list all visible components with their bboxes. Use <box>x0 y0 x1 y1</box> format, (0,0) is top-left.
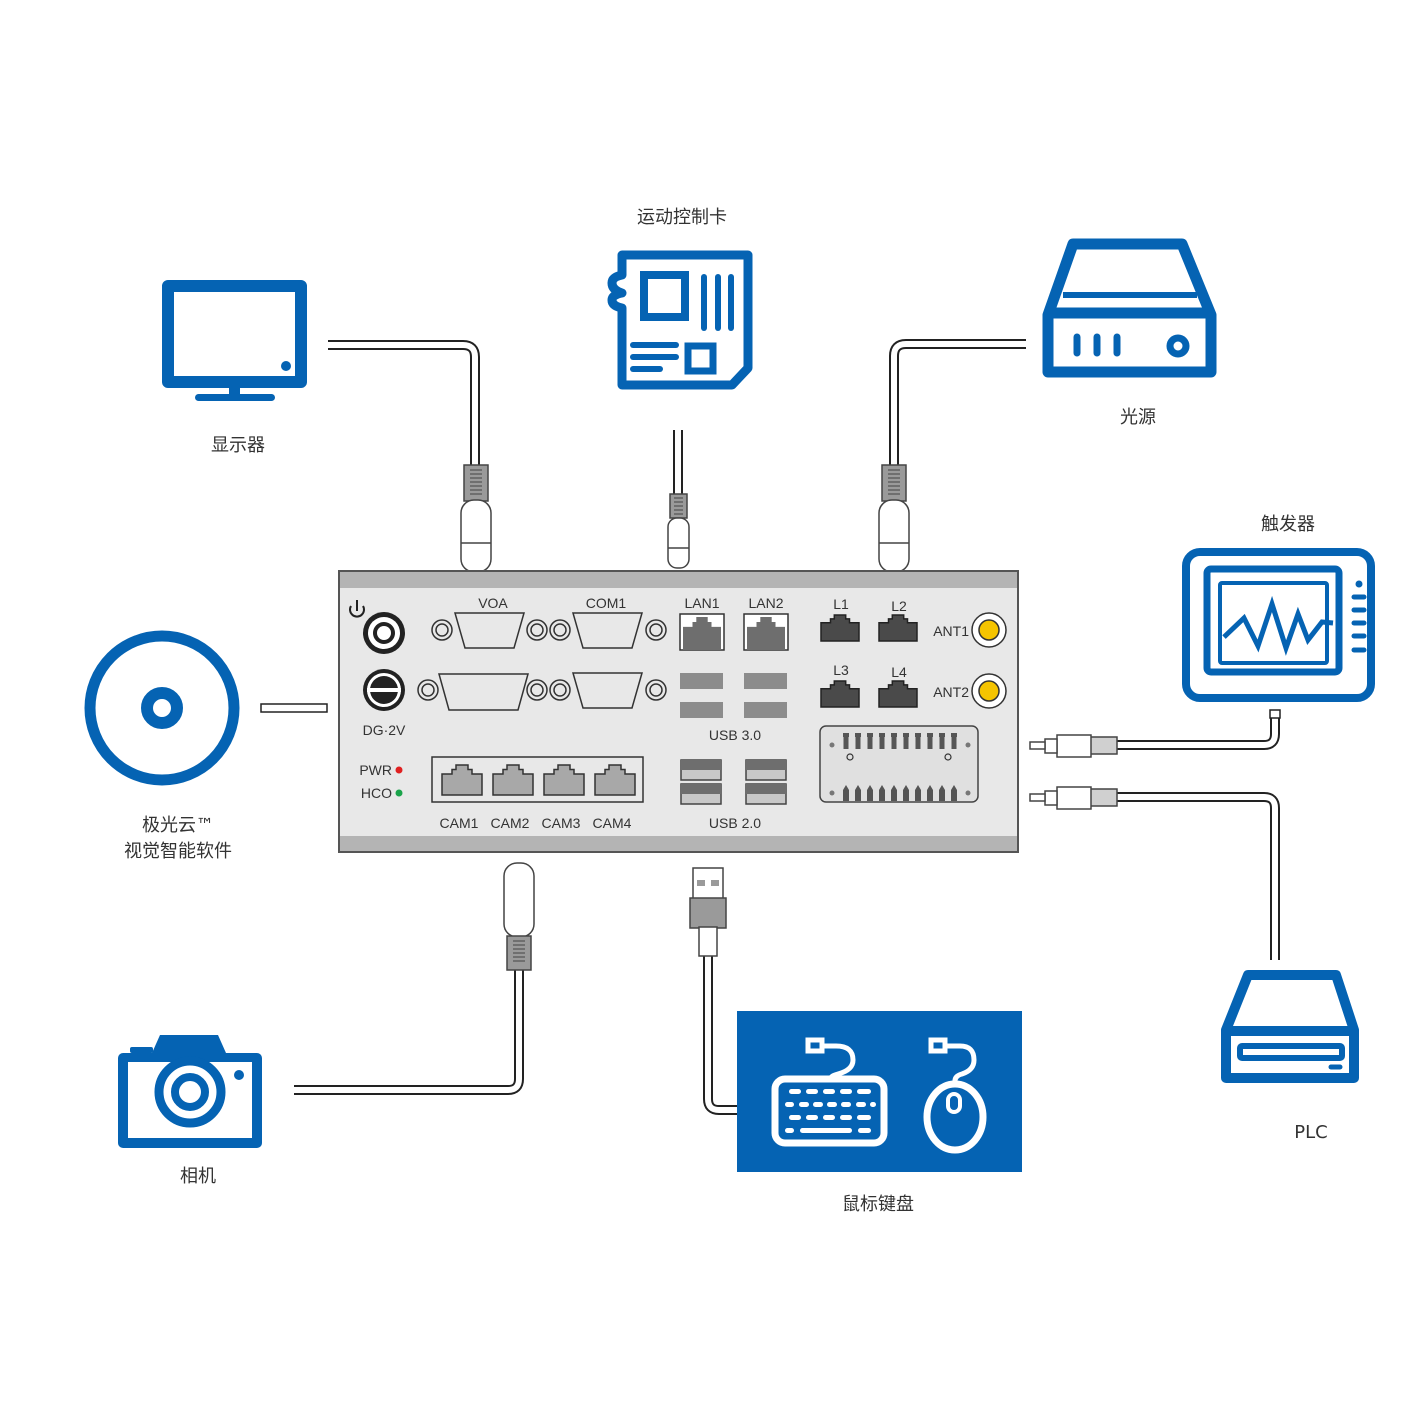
camera-icon <box>118 1035 262 1148</box>
hco-led <box>395 789 403 797</box>
monitor-cable <box>328 340 492 573</box>
led-label-hco: HCO <box>361 785 392 801</box>
camera-cable-plug <box>503 862 535 938</box>
light-source-cable-strain-relief <box>881 464 907 502</box>
monitor-cable-plug <box>460 499 492 573</box>
led-label-pwr: PWR <box>359 762 392 778</box>
cam-port-block <box>431 756 644 803</box>
com1-label: COM1 <box>586 595 627 611</box>
l-port-3[interactable] <box>820 680 860 708</box>
cam-port-2[interactable] <box>492 764 534 796</box>
ipc-device: DG·2V PWR HCO VOA COM1 <box>338 570 1019 853</box>
voa-port[interactable] <box>431 612 548 649</box>
lan-label-2: LAN2 <box>748 595 783 611</box>
device-bottom-band <box>340 836 1017 851</box>
disc-icon <box>84 630 240 786</box>
light-source-cable-plug <box>878 499 910 573</box>
dc-power-jack[interactable] <box>363 669 405 711</box>
l-label-1: L1 <box>833 596 849 612</box>
plc-label: PLC <box>1294 1122 1327 1143</box>
dc-label: DG·2V <box>363 722 406 738</box>
plc-connector <box>1056 786 1092 810</box>
usb30-ports[interactable] <box>680 673 787 718</box>
usb-cable <box>689 867 738 1115</box>
usb20-label: USB 2.0 <box>709 815 761 831</box>
pwr-led <box>395 766 403 774</box>
trigger-connector <box>1056 734 1092 758</box>
cam-label-1: CAM1 <box>440 815 479 831</box>
software-label-line1: 极光云™ <box>142 815 214 836</box>
light-source-box-icon <box>1042 238 1217 378</box>
keyboard-mouse-panel <box>737 1011 1022 1172</box>
motion-card-cable-plug <box>667 517 690 569</box>
camera-label: 相机 <box>180 1166 216 1187</box>
l-port-2[interactable] <box>878 614 918 642</box>
trigger-label: 触发器 <box>1261 514 1315 535</box>
cam-port-1[interactable] <box>441 764 483 796</box>
voa-label: VOA <box>478 595 508 611</box>
power-icon <box>349 600 365 618</box>
l-label-2: L2 <box>891 598 907 614</box>
plc-drive-icon <box>1221 970 1359 1083</box>
keyboard-mouse-label: 鼠标键盘 <box>842 1194 914 1215</box>
usb20-ports[interactable] <box>680 759 787 805</box>
device-body <box>338 570 1019 853</box>
l-port-1[interactable] <box>820 614 860 642</box>
cam-port-3[interactable] <box>543 764 585 796</box>
com1-port[interactable] <box>549 612 667 649</box>
plc-cable <box>1029 786 1280 960</box>
trigger-cable <box>1029 709 1281 758</box>
lan-port-2[interactable] <box>743 613 789 651</box>
software-link-bar <box>260 703 328 713</box>
l-label-3: L3 <box>833 662 849 678</box>
lan-label-1: LAN1 <box>684 595 719 611</box>
device-top-band <box>340 572 1017 588</box>
cam-label-2: CAM2 <box>491 815 530 831</box>
ant1-label: ANT1 <box>933 623 969 639</box>
usb30-label: USB 3.0 <box>709 727 761 743</box>
circuit-board-icon <box>607 250 753 390</box>
lan-port-1[interactable] <box>679 613 725 651</box>
power-button[interactable] <box>363 612 405 654</box>
ant2-connector[interactable] <box>971 673 1007 709</box>
keyboard-mouse-icon <box>737 1011 1022 1172</box>
cam-label-3: CAM3 <box>542 815 581 831</box>
l-port-4[interactable] <box>878 680 918 708</box>
ant1-connector[interactable] <box>971 612 1007 648</box>
cam-label-4: CAM4 <box>593 815 632 831</box>
waveform-screen-icon <box>1182 548 1375 702</box>
motion-card-label: 运动控制卡 <box>637 207 727 228</box>
l-label-4: L4 <box>891 664 907 680</box>
software-label-line2: 视觉智能软件 <box>124 841 232 862</box>
ant2-label: ANT2 <box>933 684 969 700</box>
light-source-cable <box>878 339 1026 573</box>
com2-port-lower[interactable] <box>549 672 667 709</box>
usb-plug-body <box>689 897 727 929</box>
terminal-block[interactable] <box>819 725 979 803</box>
light-source-label: 光源 <box>1120 407 1156 428</box>
monitor-label: 显示器 <box>211 435 265 456</box>
vga-port-lower[interactable] <box>417 673 548 711</box>
motion-card-cable <box>667 430 690 569</box>
camera-cable <box>294 862 535 1095</box>
monitor-icon <box>162 280 307 401</box>
cam-port-4[interactable] <box>594 764 636 796</box>
